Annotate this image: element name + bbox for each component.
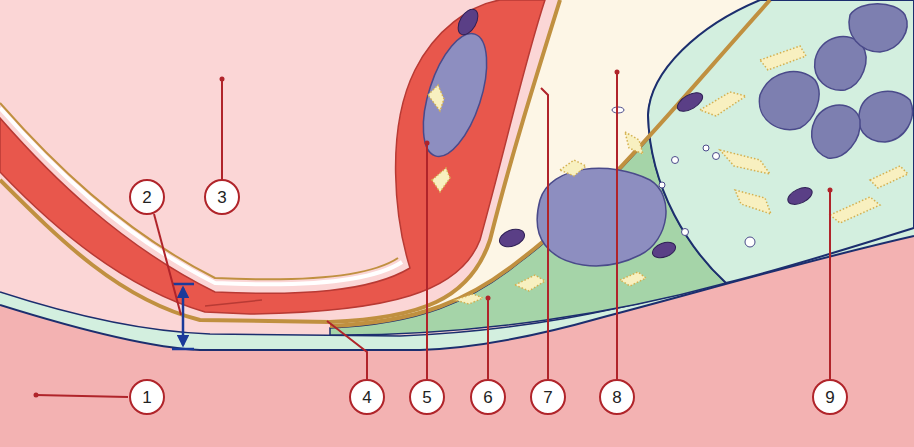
- er-fragment: [432, 168, 450, 192]
- leader-line: [327, 321, 367, 379]
- callout-circles: [130, 180, 847, 414]
- nucleus-lobe: [859, 91, 913, 142]
- er-fragment: [455, 294, 483, 304]
- callout-circle: [410, 380, 444, 414]
- reticulum: [428, 46, 908, 304]
- dimension-cap: [172, 283, 194, 286]
- nucleus-lobe: [849, 4, 907, 52]
- leader-line: [36, 395, 128, 397]
- er-fragment: [830, 197, 880, 223]
- callout-number: 9: [825, 389, 834, 406]
- cell-junction: [205, 300, 262, 306]
- callout-circle: [130, 380, 164, 414]
- callout-circle: [531, 380, 565, 414]
- leader-line: [221, 79, 223, 179]
- mitochondrion: [454, 6, 482, 38]
- er-fragment: [720, 150, 770, 174]
- mitochondrion: [674, 89, 705, 115]
- basement-membrane: [0, 0, 560, 322]
- vesicle: [745, 237, 755, 247]
- nucleus-lobe: [759, 72, 819, 130]
- callout-number: 2: [142, 189, 151, 206]
- er-fragment: [515, 275, 545, 291]
- nucleus: [537, 168, 666, 266]
- leader-dots: [34, 70, 833, 398]
- callout-number: 6: [483, 389, 492, 406]
- callout-circle: [205, 180, 239, 214]
- epithelial-cell: [0, 0, 545, 314]
- leader-dot: [425, 141, 430, 146]
- er-fragment: [560, 160, 586, 176]
- mitochondrion: [650, 239, 677, 260]
- leader-dot: [615, 70, 620, 75]
- leader-dot: [34, 393, 39, 398]
- callout-circle: [350, 380, 384, 414]
- nucleus: [759, 4, 912, 158]
- callout-number: 1: [142, 389, 151, 406]
- mitochondria: [454, 6, 815, 261]
- leader-dot: [828, 188, 833, 193]
- vesicle: [672, 157, 679, 164]
- callout-circle: [130, 180, 164, 214]
- callout-number: 3: [217, 189, 226, 206]
- er-fragment: [428, 85, 444, 111]
- er-fragment: [625, 132, 643, 154]
- leader-line: [616, 72, 618, 379]
- vesicle: [659, 182, 665, 188]
- er-fragment: [870, 166, 908, 188]
- er-fragment: [620, 272, 646, 286]
- leader-dot: [220, 77, 225, 82]
- leader-line: [487, 298, 489, 379]
- callout-circle: [813, 380, 847, 414]
- vesicle: [703, 145, 709, 151]
- dimension-arrow: [182, 288, 185, 345]
- nucleus: [410, 26, 499, 164]
- basement-membrane: [330, 0, 770, 326]
- adjacent-cell: [648, 0, 914, 283]
- callout-number: 4: [362, 389, 371, 406]
- leader-line: [541, 88, 548, 379]
- leader-lines: [36, 72, 830, 397]
- callout-number: 7: [543, 389, 552, 406]
- callout-circle: [471, 380, 505, 414]
- vesicle: [682, 229, 689, 236]
- nucleus-lobe: [812, 105, 860, 158]
- er-fragment: [760, 46, 806, 70]
- mitochondrion: [785, 184, 814, 208]
- dimension-cap: [172, 348, 194, 351]
- callout-circle: [600, 380, 634, 414]
- callout-number: 8: [612, 389, 621, 406]
- er-fragment: [735, 190, 771, 214]
- leader-line: [154, 214, 181, 315]
- mitochondrion: [497, 226, 527, 250]
- vesicle: [713, 153, 720, 160]
- vesicles: [612, 107, 755, 247]
- leader-line: [829, 190, 831, 379]
- callout-number: 5: [422, 389, 431, 406]
- leader-line: [426, 143, 428, 379]
- leader-dot: [486, 296, 491, 301]
- er-fragment: [700, 92, 746, 116]
